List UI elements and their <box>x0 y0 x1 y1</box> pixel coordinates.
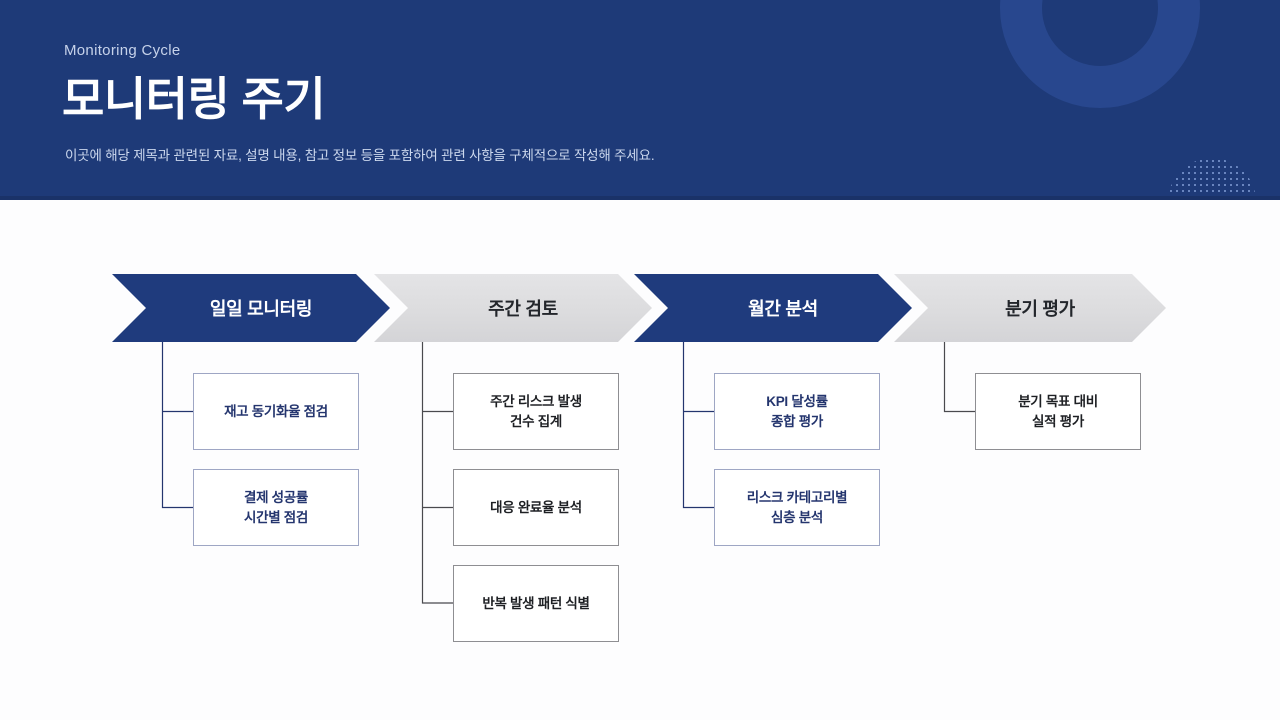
task-card[interactable]: 대응 완료율 분석 <box>453 469 619 546</box>
task-card-label: 리스크 카테고리별 심층 분석 <box>746 489 848 525</box>
phase-chevron-label: 일일 모니터링 <box>209 299 313 319</box>
ring-decoration-icon <box>1000 0 1200 108</box>
phase-chevron-label: 분기 평가 <box>1005 299 1075 319</box>
page-title: 모니터링 주기 <box>62 73 326 125</box>
phase-chevron-label: 주간 검토 <box>488 299 558 319</box>
header-subtitle: 이곳에 해당 제목과 관련된 자료, 설명 내용, 참고 정보 등을 포함하여 … <box>65 148 655 163</box>
header-bottom-strip <box>0 196 1280 200</box>
task-card-label: 반복 발생 패턴 식별 <box>482 595 590 611</box>
task-card[interactable]: 결제 성공률 시간별 점검 <box>193 469 359 546</box>
task-card[interactable]: 분기 목표 대비 실적 평가 <box>975 373 1141 450</box>
task-card-label: 대응 완료율 분석 <box>490 499 582 515</box>
task-card-label: KPI 달성률 종합 평가 <box>766 393 828 429</box>
slide-header: Monitoring Cycle 모니터링 주기 이곳에 해당 제목과 관련된 … <box>0 0 1280 200</box>
header-eyebrow: Monitoring Cycle <box>64 42 181 59</box>
phase-chevron-monthly[interactable]: 월간 분석 <box>634 274 912 342</box>
task-card-label: 주간 리스크 발생 건수 집계 <box>490 393 582 429</box>
phase-chevron-weekly[interactable]: 주간 검토 <box>374 274 652 342</box>
phase-chevron-label: 월간 분석 <box>748 299 818 319</box>
phase-chevron-row: 일일 모니터링 주간 검토 월간 분석 분기 평가 <box>0 274 1280 344</box>
phase-chevron-daily[interactable]: 일일 모니터링 <box>112 274 390 342</box>
task-card-label: 결제 성공률 시간별 점검 <box>243 489 309 525</box>
task-card[interactable]: 반복 발생 패턴 식별 <box>453 565 619 642</box>
task-card[interactable]: 리스크 카테고리별 심층 분석 <box>714 469 880 546</box>
phase-chevron-quarterly[interactable]: 분기 평가 <box>894 274 1166 342</box>
task-card[interactable]: 재고 동기화율 점검 <box>193 373 359 450</box>
task-card-label: 분기 목표 대비 실적 평가 <box>1018 393 1098 429</box>
task-card[interactable]: 주간 리스크 발생 건수 집계 <box>453 373 619 450</box>
task-card[interactable]: KPI 달성률 종합 평가 <box>714 373 880 450</box>
dot-pattern-decoration-icon <box>1168 158 1256 200</box>
task-card-label: 재고 동기화율 점검 <box>224 403 328 419</box>
